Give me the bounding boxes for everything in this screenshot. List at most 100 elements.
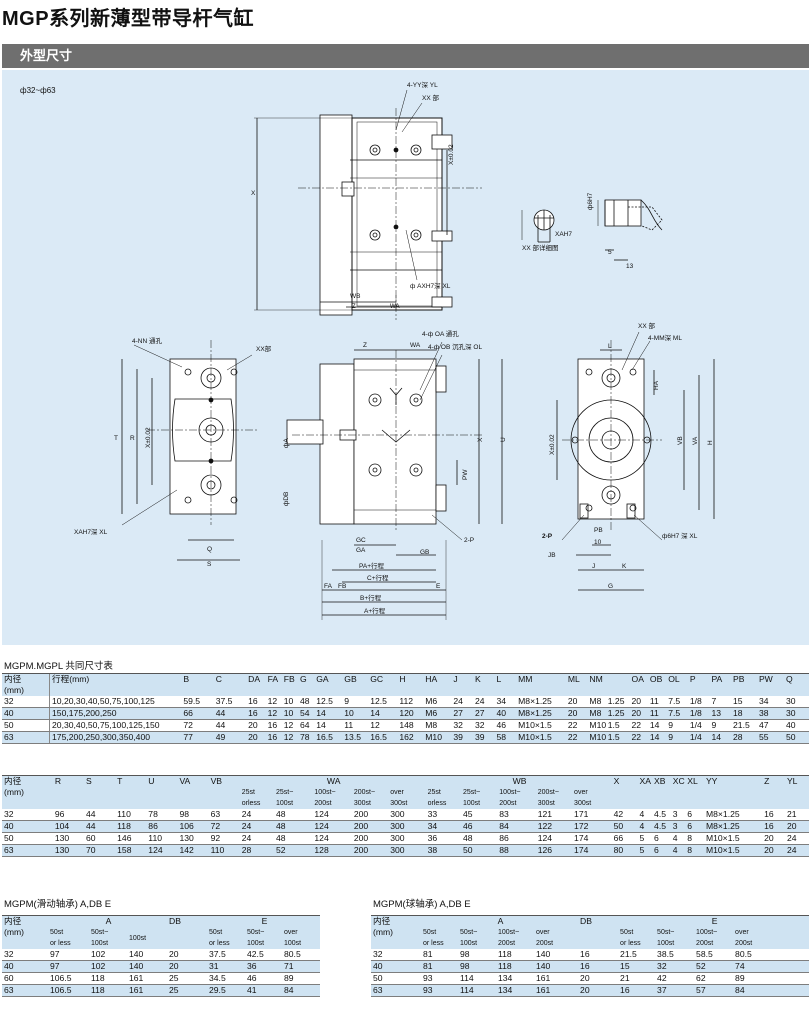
table-cell: 98 [458,960,496,973]
table-cell: 126 [535,844,573,857]
table-cell: 42.5 [245,949,282,961]
label-x-tol: X±0.02 [448,144,455,165]
table-cell: 20 [578,972,619,985]
label-vb: VB [677,436,684,445]
table-cell: 175,200,250,300,350,400 [49,731,182,744]
table-cell: 52 [694,960,734,973]
table1-caption: MGPM.MGPL 共同尺寸表 [4,661,113,672]
label-l: L [608,343,612,350]
column-header: E [207,915,320,927]
table-cell: 14 [314,707,343,720]
table-cell: 39 [472,731,495,744]
table-cell: 3 [670,820,686,833]
table-cell: 10 [281,696,298,708]
table-cell: 66 [181,707,214,720]
table-cell: M8 [587,696,606,708]
table-cell: 106 [177,820,209,833]
label-nn: 4-NN 通孔 [132,336,162,345]
label-x-tol-left: X±0.02 [145,427,152,448]
table-cell: 50 [2,719,50,732]
table-cell: 37.5 [213,696,247,708]
column-header: DA [246,673,266,696]
table-cell: 174 [572,832,612,845]
table-cell: 9 [666,731,688,744]
column-header: YL [784,775,809,809]
label-h: H [707,440,714,445]
page-title: MGP系列新薄型带导杆气缸 [2,2,254,31]
table-cell: 81 [421,960,458,973]
table-cell: 140 [127,949,167,961]
table-cell: 20 [246,731,266,744]
table-cell: 71 [282,960,320,973]
table-cell: 16.5 [314,731,343,744]
column-header: XB [652,775,671,809]
table-cell: 38.5 [655,949,695,961]
table-cell: 6 [652,832,671,845]
table-cell: 200 [351,832,389,845]
table-cell: 24 [472,696,495,708]
table-cell: 300 [388,820,426,833]
table-cell: 4 [637,809,653,821]
table4-caption: MGPM(球轴承) A,DB E [373,899,471,910]
section-header: 外型尺寸 [2,44,809,68]
column-subheader: 50st~100st [245,927,282,949]
column-header: 内径(mm) [2,915,48,949]
column-subheader: 100st~200st [497,787,536,809]
column-header: K [472,673,495,696]
table-cell: 32 [655,960,695,973]
table-cell: 22 [629,719,648,732]
label-mm: 4-MM深 ML [648,333,682,342]
table-cell: 16 [265,731,282,744]
table-cell: 4 [670,832,686,845]
range-note: ф32~ф63 [20,86,56,95]
label-s: S [207,561,212,568]
table3-caption: MGPM(滑动轴承) A,DB E [4,899,112,910]
table-cell: 20,30,40,50,75,100,125,150 [49,719,182,732]
column-header: ML [565,673,588,696]
table-cell: 48 [273,832,313,845]
table-cell: M8×1.25 [516,707,566,720]
table-cell: 97 [48,960,89,973]
column-header: GC [368,673,398,696]
table-cell: 200 [351,820,389,833]
column-header: L [494,673,517,696]
table-cell: 1/4 [687,731,710,744]
label-z: Z [352,304,356,310]
label-ga: GA [356,547,366,554]
table-cell: 20 [762,832,785,845]
table-cell: 130 [177,832,209,845]
table-cell: 27 [451,707,473,720]
table-cell: 118 [496,949,534,961]
table-cell: 46 [494,719,517,732]
table-cell: 16 [246,707,266,720]
table-cell: 120 [397,707,424,720]
table-cell: 37.5 [207,949,245,961]
column-header: NM [587,673,606,696]
label-wb: WB [350,293,360,300]
table-cell: 4 [637,820,653,833]
column-header: OL [666,673,688,696]
table-cell: 28 [239,844,274,857]
table-cell: 40 [371,960,421,973]
table-cell: 121 [535,809,573,821]
table-cell: 54 [297,707,315,720]
table-cell: 118 [496,960,534,973]
label-fb: FB [338,583,346,590]
table-cell: 174 [572,844,612,857]
column-header: U [146,775,178,809]
table-cell: 6 [685,820,704,833]
column-header [605,673,630,696]
table-cell: 15 [618,960,656,973]
column-subheader: 50st~100st [89,927,127,949]
column-header: WB [425,775,612,787]
table-cell: 1.25 [605,707,630,720]
